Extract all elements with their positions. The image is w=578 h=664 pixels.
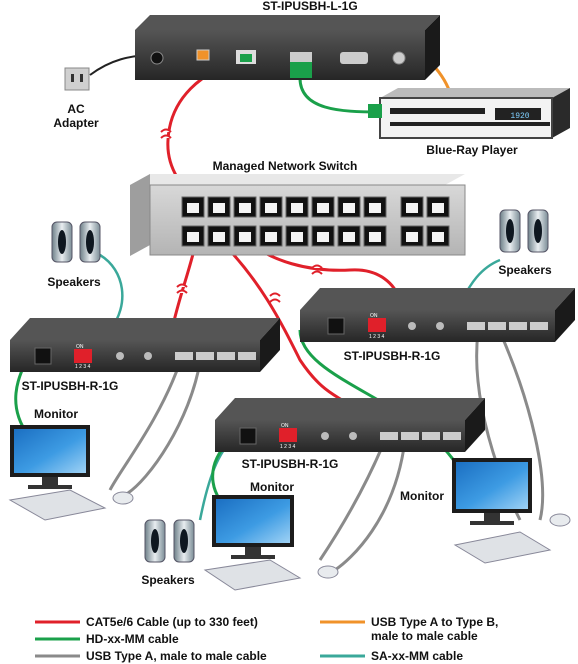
legend: CAT5e/6 Cable (up to 330 feet) HD-xx-MM …: [35, 615, 498, 663]
usb-cable-right2: [498, 331, 545, 521]
usb-cable-left2: [124, 361, 202, 497]
switch-port-jack: [343, 232, 355, 242]
speakers-bottom-label: Speakers: [141, 573, 195, 587]
receiver-right: [300, 288, 575, 342]
switch-port-jack: [343, 203, 355, 213]
usb-cable-middle2: [334, 439, 407, 572]
ac-adapter-icon: [64, 67, 90, 91]
dip-on-left: ON: [76, 344, 84, 350]
monitor-middle: [203, 495, 339, 591]
switch-port-jack: [432, 232, 444, 242]
switch-port-jack: [369, 203, 381, 213]
legend-usb-ab-text-line1: USB Type A to Type B,: [371, 615, 498, 629]
receiver-middle: [215, 398, 485, 452]
receiver-left: [10, 318, 280, 372]
monitor-left: [8, 425, 134, 521]
switch-port-jack: [432, 203, 444, 213]
ac-adapter-label-line2: Adapter: [53, 116, 99, 130]
transmitter-device: [135, 15, 440, 80]
bluray-player: 1920: [368, 88, 570, 139]
switch-port-jack: [213, 232, 225, 242]
receiver-left-label: ST-IPUSBH-R-1G: [22, 379, 119, 393]
dip-on-right: ON: [370, 313, 378, 319]
monitor-right-label: Monitor: [400, 489, 444, 503]
transmitter-label: ST-IPUSBH-L-1G: [262, 0, 357, 13]
monitor-middle-label: Monitor: [250, 480, 294, 494]
usb-cable-middle: [318, 439, 387, 561]
switch-port-jack: [369, 232, 381, 242]
dip-numbers-right: 1 2 3 4: [369, 334, 385, 340]
dip-numbers-middle: 1 2 3 4: [280, 444, 296, 450]
legend-cat5-text: CAT5e/6 Cable (up to 330 feet): [86, 615, 258, 629]
switch-port-jack: [265, 232, 277, 242]
bluray-display-text: 1920: [510, 112, 529, 121]
switch-port-jack: [265, 203, 277, 213]
switch-label: Managed Network Switch: [213, 159, 358, 173]
monitor-right: [452, 458, 571, 564]
hdmi-cable-bluray: [298, 77, 381, 114]
speakers-left-label: Speakers: [47, 275, 101, 289]
switch-port-jack: [291, 203, 303, 213]
speakers-right-label: Speakers: [498, 263, 552, 277]
legend-usb-a-text: USB Type A, male to male cable: [86, 649, 267, 663]
receiver-middle-label: ST-IPUSBH-R-1G: [242, 457, 339, 471]
bluray-label: Blue-Ray Player: [426, 143, 518, 157]
switch-port-jack: [213, 203, 225, 213]
switch-port-jack: [406, 203, 418, 213]
dip-on-middle: ON: [281, 423, 289, 429]
switch-port-jack: [317, 203, 329, 213]
speakers-right: [499, 209, 549, 253]
switch-port-jack: [239, 232, 251, 242]
switch-ports: [181, 196, 450, 247]
switch-port-jack: [239, 203, 251, 213]
speakers-bottom: [144, 519, 195, 563]
receiver-right-label: ST-IPUSBH-R-1G: [344, 349, 441, 363]
ac-adapter-label-line1: AC: [67, 102, 85, 116]
network-switch: [130, 174, 466, 256]
dip-numbers-left: 1 2 3 4: [75, 364, 91, 370]
legend-hdmi-text: HD-xx-MM cable: [86, 632, 179, 646]
speakers-left: [51, 221, 101, 263]
switch-port-jack: [406, 232, 418, 242]
switch-port-jack: [187, 203, 199, 213]
cat5-cable-middle: [216, 236, 346, 404]
monitor-left-label: Monitor: [34, 407, 78, 421]
usb-cable-left: [108, 361, 182, 491]
switch-port-jack: [187, 232, 199, 242]
switch-port-jack: [291, 232, 303, 242]
legend-usb-ab-text-line2: male to male cable: [371, 629, 478, 643]
switch-port-jack: [317, 232, 329, 242]
legend-audio-text: SA-xx-MM cable: [371, 649, 463, 663]
